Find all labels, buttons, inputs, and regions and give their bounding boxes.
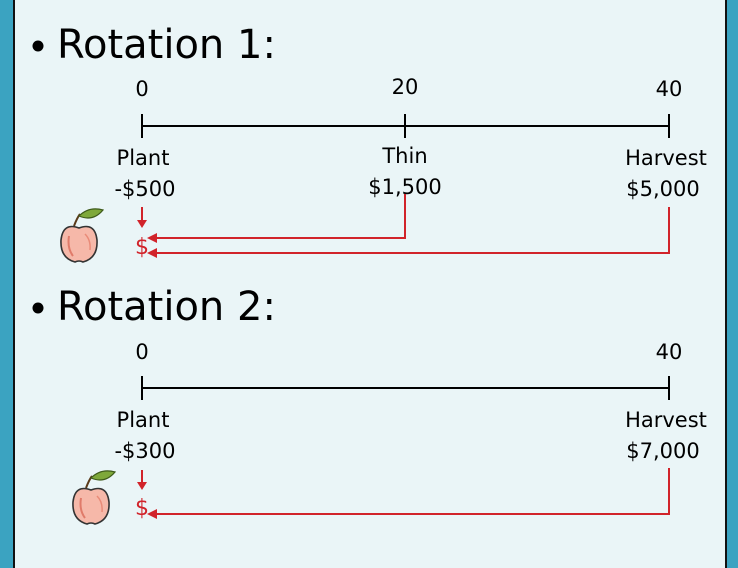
year-label: 40 — [656, 340, 683, 364]
rotation-1: Rotation 1: 0 20 40 Plant -$500 Thin $1,… — [32, 22, 707, 263]
event-label: Harvest — [625, 408, 707, 432]
year-label: 40 — [656, 77, 683, 101]
present-value-symbol: $ — [135, 496, 149, 521]
event-label: Thin — [381, 144, 427, 168]
apple-icon — [59, 207, 104, 263]
year-label: 20 — [392, 75, 419, 99]
year-label: 0 — [135, 340, 148, 364]
discount-arrows — [137, 468, 670, 519]
bullet-icon — [32, 40, 44, 52]
rotation-title: Rotation 1: — [57, 22, 276, 68]
rotation-2: Rotation 2: 0 40 Plant -$300 Harvest $7,… — [32, 284, 707, 525]
year-label: 0 — [135, 77, 148, 101]
event-amount: $7,000 — [626, 439, 699, 463]
event-amount: $5,000 — [626, 177, 699, 201]
cash-flow-diagram: Rotation 1: 0 20 40 Plant -$500 Thin $1,… — [32, 22, 707, 525]
rotation-title: Rotation 2: — [57, 284, 276, 330]
event-label: Plant — [117, 146, 170, 170]
timeline — [141, 114, 670, 138]
event-label: Harvest — [625, 146, 707, 170]
apple-icon — [71, 469, 116, 525]
event-amount: -$500 — [114, 177, 175, 201]
present-value-symbol: $ — [135, 235, 149, 260]
slide-panel: Rotation 1: 0 20 40 Plant -$500 Thin $1,… — [13, 0, 727, 568]
bullet-icon — [32, 302, 44, 314]
discount-arrows — [137, 194, 670, 258]
timeline — [141, 376, 670, 400]
event-amount: -$300 — [114, 439, 175, 463]
event-label: Plant — [117, 408, 170, 432]
